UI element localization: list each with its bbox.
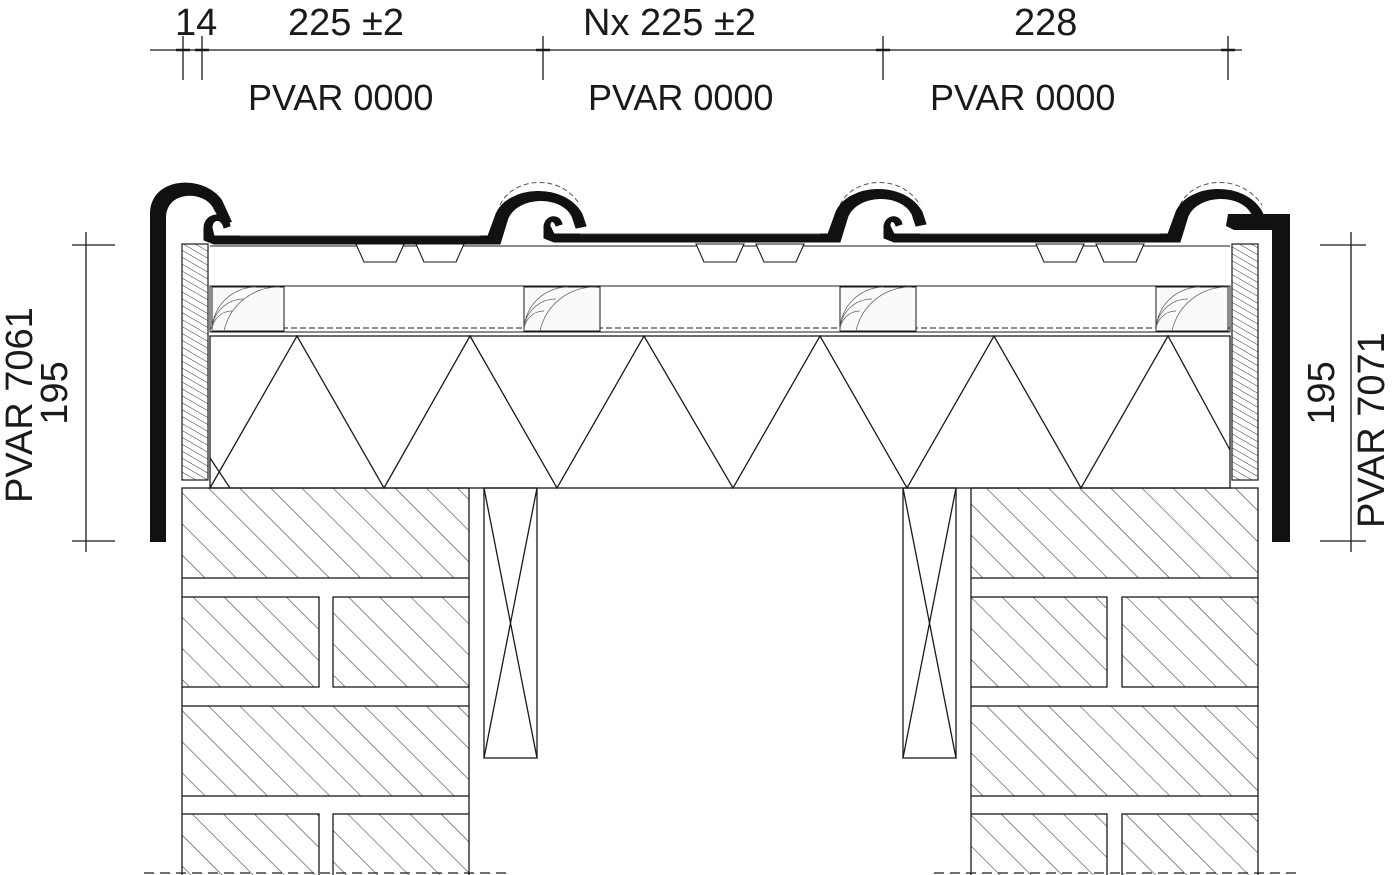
left-height-dimension-label: 195 xyxy=(34,361,76,425)
tile-code-label: PVAR 0000 xyxy=(248,77,434,118)
left-brick-wall xyxy=(181,487,470,875)
left-verge-cap xyxy=(150,182,232,542)
right-verge-code-label: PVAR 7071 xyxy=(1351,332,1393,528)
middle-tiles-dimension-label: Nx 225 ±2 xyxy=(583,2,756,44)
right-brick-wall xyxy=(970,487,1259,875)
tile-nibs xyxy=(355,243,1145,263)
right-height-dimension-label: 195 xyxy=(1301,361,1343,425)
batten-layer xyxy=(209,245,1231,333)
top-dimension-line xyxy=(150,36,1242,80)
tile-code-label: PVAR 0000 xyxy=(588,77,774,118)
last-tile-dimension-label: 228 xyxy=(1014,2,1078,44)
tile-overlap-outline xyxy=(499,181,1263,206)
tile-surface-detail xyxy=(240,233,1160,237)
overhang-dimension-label: 14 xyxy=(175,2,218,44)
insulation-layer xyxy=(209,334,1231,490)
right-height-dimension-line xyxy=(1320,232,1366,552)
tile-code-label: PVAR 0000 xyxy=(930,77,1116,118)
fascia-boards xyxy=(181,243,1259,481)
left-height-dimension-line xyxy=(72,232,115,552)
roof-tiles xyxy=(203,189,1267,245)
first-tile-dimension-label: 225 ±2 xyxy=(288,2,404,44)
right-verge-cap xyxy=(1226,214,1290,542)
timber-posts xyxy=(483,487,957,759)
